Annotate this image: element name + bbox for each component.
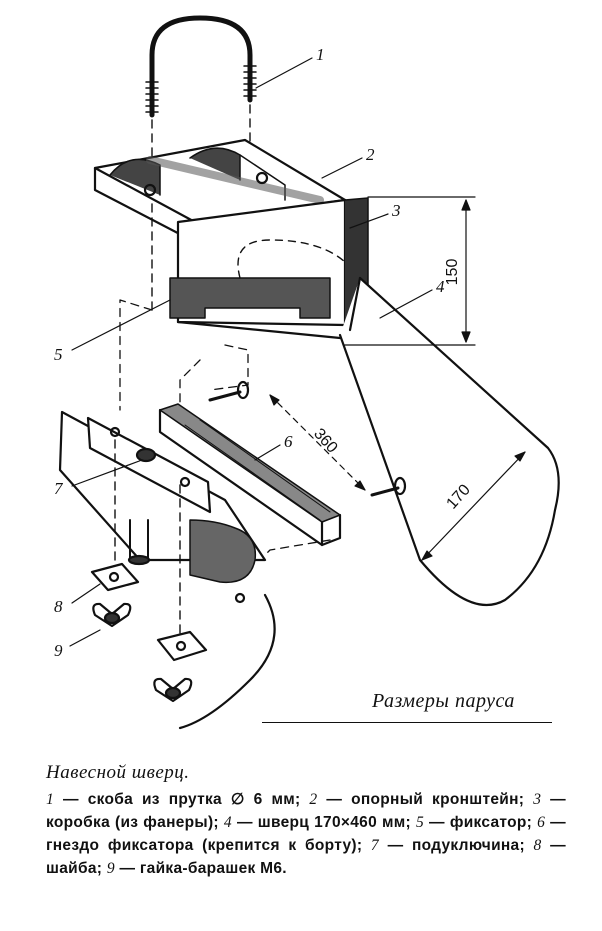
centerboard-blade bbox=[338, 276, 560, 607]
callout-5: 5 bbox=[54, 345, 63, 364]
sail-caption-underline bbox=[262, 722, 552, 723]
oarlock-mount bbox=[58, 410, 276, 730]
sail-dimensions-caption: Размеры паруса bbox=[372, 690, 515, 712]
plywood-box bbox=[176, 197, 369, 340]
callout-8: 8 bbox=[54, 597, 63, 616]
callout-6: 6 bbox=[284, 432, 293, 451]
legend-item: 9 — гайка-барашек М6. bbox=[106, 860, 287, 877]
dimension-lines bbox=[269, 196, 526, 561]
figure-caption: Навесной шверц. 1 — скоба из прутка ∅ 6 … bbox=[46, 762, 566, 880]
legend-item: 3 — коробка (из фанеры); bbox=[46, 791, 566, 831]
callout-7: 7 bbox=[54, 479, 64, 498]
legend-item: 5 — фиксатор; bbox=[416, 814, 538, 831]
callout-1: 1 bbox=[316, 45, 325, 64]
callout-2: 2 bbox=[366, 145, 375, 164]
callout-4: 4 bbox=[436, 277, 445, 296]
dimension-length-label: 360 bbox=[310, 425, 341, 456]
caption-title: Навесной шверц. bbox=[46, 762, 190, 783]
callout-3: 3 bbox=[391, 201, 401, 220]
legend-item: 6 — гнездо фиксатора (крепится к борту); bbox=[46, 814, 566, 854]
u-bolt-staple bbox=[145, 15, 257, 311]
legend-item: 4 — шверц 170×460 мм; bbox=[223, 814, 416, 831]
hinged-centerboard-drawing: 1 2 3 4 5 6 7 8 9 150 360 170 bbox=[54, 15, 560, 730]
washers bbox=[90, 562, 208, 662]
legend-item: 7 — подуключина; bbox=[370, 837, 534, 854]
support-bracket bbox=[93, 138, 347, 244]
callout-9: 9 bbox=[54, 641, 63, 660]
latch-socket bbox=[158, 380, 407, 547]
legend-item: 8 — шайба; bbox=[46, 837, 566, 877]
caption-legend: 1 — скоба из прутка ∅ 6 мм; 2 — опорный … bbox=[46, 788, 566, 880]
legend-item: 2 — опорный кронштейн; bbox=[309, 791, 534, 808]
latch bbox=[169, 239, 346, 319]
callout-leaders bbox=[69, 57, 433, 647]
legend-item: 1 — скоба из прутка ∅ 6 мм; bbox=[46, 791, 310, 808]
assembly-lines bbox=[119, 299, 331, 556]
wing-nuts bbox=[92, 602, 193, 703]
dimension-height-label: 150 bbox=[444, 259, 461, 286]
